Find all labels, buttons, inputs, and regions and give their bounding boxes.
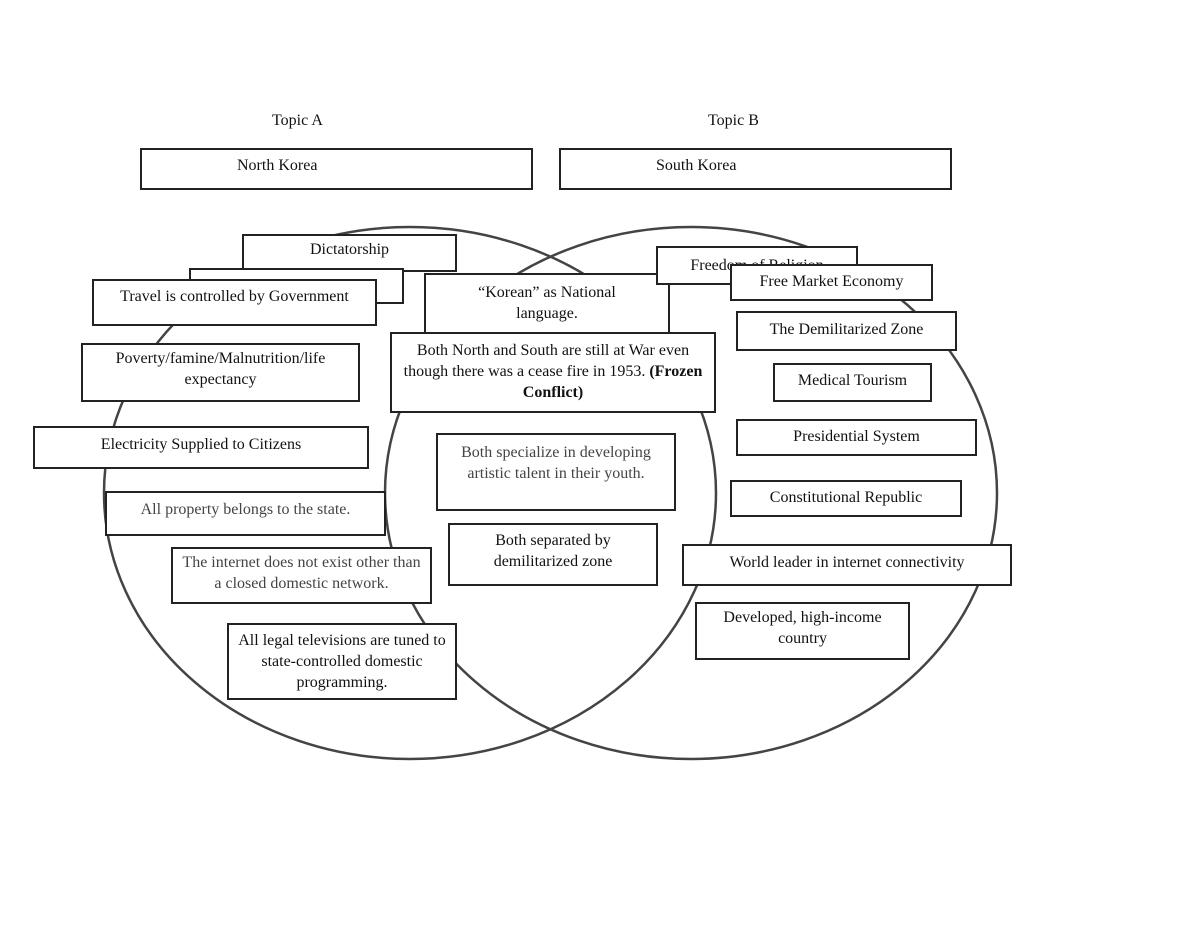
sk-free-market: Free Market Economy: [730, 264, 933, 301]
both-war-text: Both North and South are still at War ev…: [403, 342, 690, 380]
nk-electricity: Electricity Supplied to Citizens: [33, 426, 369, 469]
sk-internet: World leader in internet connectivity: [682, 544, 1012, 586]
both-dmz: Both separated by demilitarized zone: [448, 523, 658, 586]
nk-property: All property belongs to the state.: [105, 491, 386, 536]
nk-dictatorship: Dictatorship: [242, 234, 457, 272]
sk-constitutional: Constitutional Republic: [730, 480, 962, 517]
topic-b-box: South Korea: [559, 148, 952, 190]
both-war-bold: (Frozen Conflict): [522, 363, 703, 401]
left-circle: [102, 225, 718, 761]
topic-b-value: South Korea: [656, 157, 737, 174]
nk-poverty: Poverty/famine/Malnutrition/life expecta…: [81, 343, 360, 402]
topic-a-label: Topic A: [272, 112, 323, 129]
sk-medical-tourism: Medical Tourism: [773, 363, 932, 402]
topic-b-label: Topic B: [708, 112, 759, 129]
topic-a-value: North Korea: [237, 157, 318, 174]
both-artistic: Both specialize in developing artistic t…: [436, 433, 676, 511]
nk-internet: The internet does not exist other than a…: [171, 547, 432, 604]
nk-travel: Travel is controlled by Government: [92, 279, 377, 326]
sk-developed: Developed, high-income country: [695, 602, 910, 660]
both-war: Both North and South are still at War ev…: [390, 332, 716, 413]
sk-dmz: The Demilitarized Zone: [736, 311, 957, 351]
nk-televisions: All legal televisions are tuned to state…: [227, 623, 457, 700]
both-language: “Korean” as National language.: [424, 273, 670, 335]
sk-presidential: Presidential System: [736, 419, 977, 456]
topic-a-box: North Korea: [140, 148, 533, 190]
